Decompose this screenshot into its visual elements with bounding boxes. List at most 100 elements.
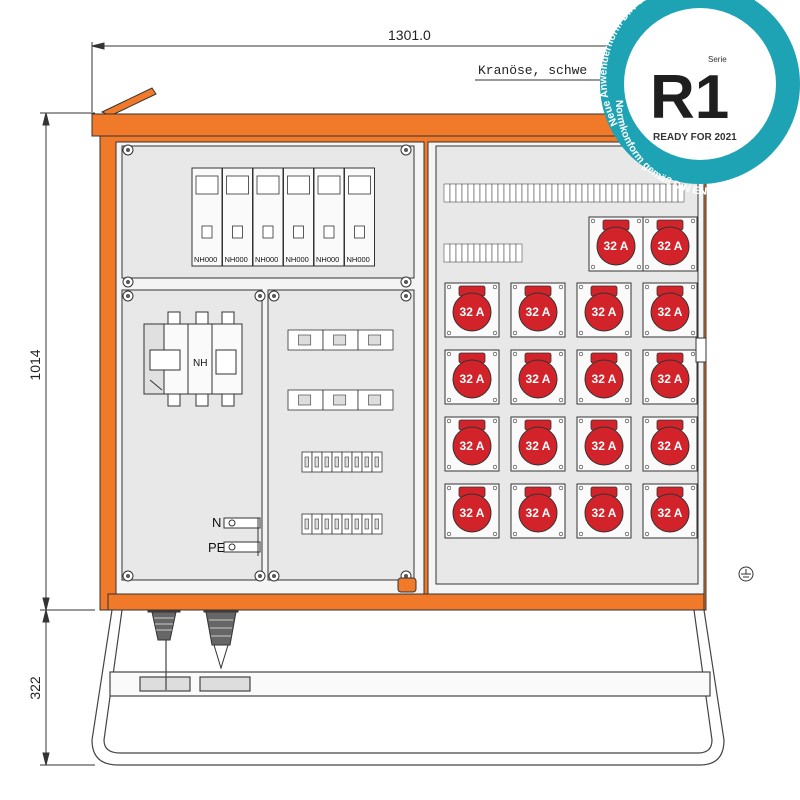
terminal-block [479,183,487,203]
terminal-block [473,243,481,263]
cee-socket: 32 A [576,282,632,338]
socket-rating-label: 32 A [460,305,485,319]
earth-symbol [738,566,754,582]
screw-head [404,148,408,152]
socket-rating-label: 32 A [526,372,551,386]
crane-eye [100,87,157,117]
breaker-toggle [364,518,369,530]
nh-fuse-label: NH000 [194,255,217,264]
socket-rating-label: 32 A [460,372,485,386]
terminal-block [503,243,511,263]
terminal-block [593,183,601,203]
nh-fuse-label: NH000 [316,255,339,264]
earth-terminal-label: PE [208,540,226,555]
breaker-toggle [368,334,382,346]
terminal-bars [223,517,261,556]
terminal-block [605,183,613,203]
screw-head [126,280,130,284]
socket-rating-label: 32 A [658,439,683,453]
breaker-toggle [344,456,349,468]
socket-rating-label: 32 A [460,439,485,453]
breaker-toggle [354,456,359,468]
terminal-block [503,183,511,203]
breaker-toggle [324,518,329,530]
breaker-toggle [314,456,319,468]
cee-socket: 32 A [444,483,500,539]
nh-fuse-base: NH000 [313,167,345,267]
terminal-block [521,183,529,203]
r1-badge: R1 Serie READY FOR 2021 Neue Anwendernor… [597,0,800,198]
cee-socket: 32 A [510,416,566,472]
cee-socket: 32 A [576,349,632,405]
breaker-toggle [333,394,347,406]
socket-rating-label: 32 A [526,506,551,520]
terminal-block [617,183,625,203]
socket-rating-label: 32 A [592,439,617,453]
breaker-toggle [314,518,319,530]
terminal-block [551,183,559,203]
breaker-toggle [344,518,349,530]
nh-fuse-base: NH000 [344,167,375,267]
circuit-breakers [287,329,394,535]
dimension-stand-label: 322 [27,676,43,700]
neutral-terminal-label: N [212,515,221,530]
terminal-block [467,243,475,263]
terminal-block [527,183,535,203]
cee-socket: 32 A [576,416,632,472]
badge-series: Serie [708,55,727,64]
stand-frame [91,609,725,766]
terminal-block [455,183,463,203]
cee-socket: 32 A [642,282,698,338]
terminal-block [473,183,481,203]
terminal-block [563,183,571,203]
terminal-block [491,183,499,203]
breaker-toggle [368,394,382,406]
crane-eye-note: Kranöse, schwe [478,63,587,78]
terminal-block [449,243,457,263]
badge-ready: READY FOR 2021 [653,132,737,143]
terminal-block [443,243,451,263]
screw-head [126,574,130,578]
terminal-block [629,183,637,203]
breaker-toggle [334,456,339,468]
breaker-toggle [354,518,359,530]
terminal-block [497,243,505,263]
terminal-block [479,243,487,263]
nh-fuse-base: NH000 [283,167,314,267]
cee-socket: 32 A [444,349,500,405]
screw-head [258,294,262,298]
nh-fuse-base: NH000 [191,167,223,267]
nh-fuse-label: NH000 [286,255,309,264]
socket-rating-label: 32 A [658,305,683,319]
cee-socket: 32 A [510,483,566,539]
terminal-block [515,183,523,203]
terminal-block [557,183,565,203]
screw-head [404,280,408,284]
breaker-toggle [334,518,339,530]
terminal-block [635,183,643,203]
cee-socket: 32 A [642,216,698,272]
terminal-block [461,243,469,263]
terminal-block [485,243,493,263]
cee-socket: 32 A [510,349,566,405]
badge-big: R1 [650,63,729,132]
breaker-toggle [364,456,369,468]
cee-socket: 32 A [642,349,698,405]
breaker-toggle [374,456,379,468]
terminal-block [467,183,475,203]
screw-head [404,574,408,578]
terminal-block [443,183,451,203]
terminal-block [539,183,547,203]
main-switch-label: NH [193,358,207,369]
socket-rating-label: 32 A [592,305,617,319]
door-lock [397,337,707,593]
nh-fuse-base: NH000 [222,167,253,267]
breaker-toggle [333,334,347,346]
screw-head [126,294,130,298]
terminal-block [599,183,607,203]
main-switch [143,311,243,407]
terminal-block [641,183,649,203]
terminal-block [653,183,661,203]
